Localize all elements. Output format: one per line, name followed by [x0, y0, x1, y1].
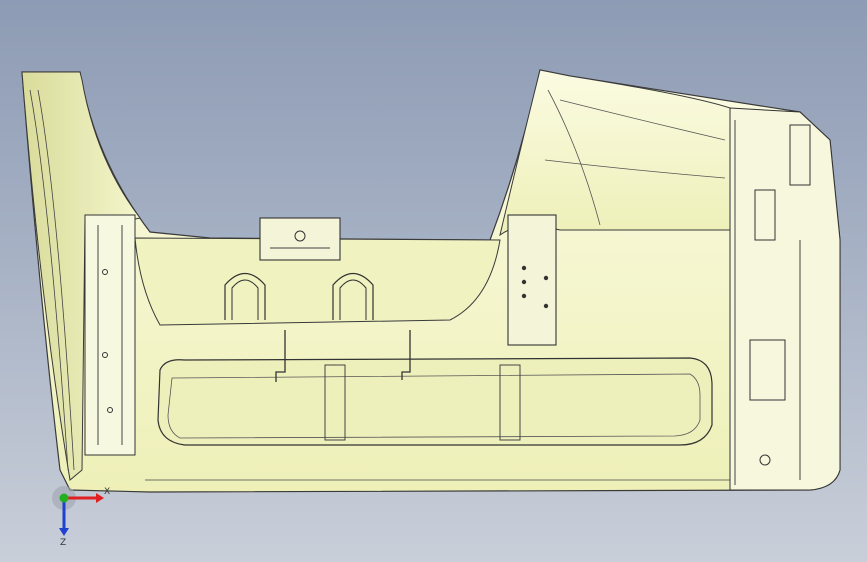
right-arch [499, 69, 731, 237]
left-bracket [84, 214, 136, 456]
latch-bracket [259, 217, 341, 261]
upper-rail [134, 237, 501, 326]
hinge-bracket [507, 214, 557, 346]
lower-pocket [157, 357, 713, 446]
orientation-triad: X Z [52, 486, 110, 546]
left-pillar [21, 71, 141, 481]
z-axis-label: Z [60, 538, 66, 546]
x-axis-label: X [104, 487, 110, 497]
right-end-structure [729, 107, 841, 491]
y-axis-dot [59, 493, 69, 503]
